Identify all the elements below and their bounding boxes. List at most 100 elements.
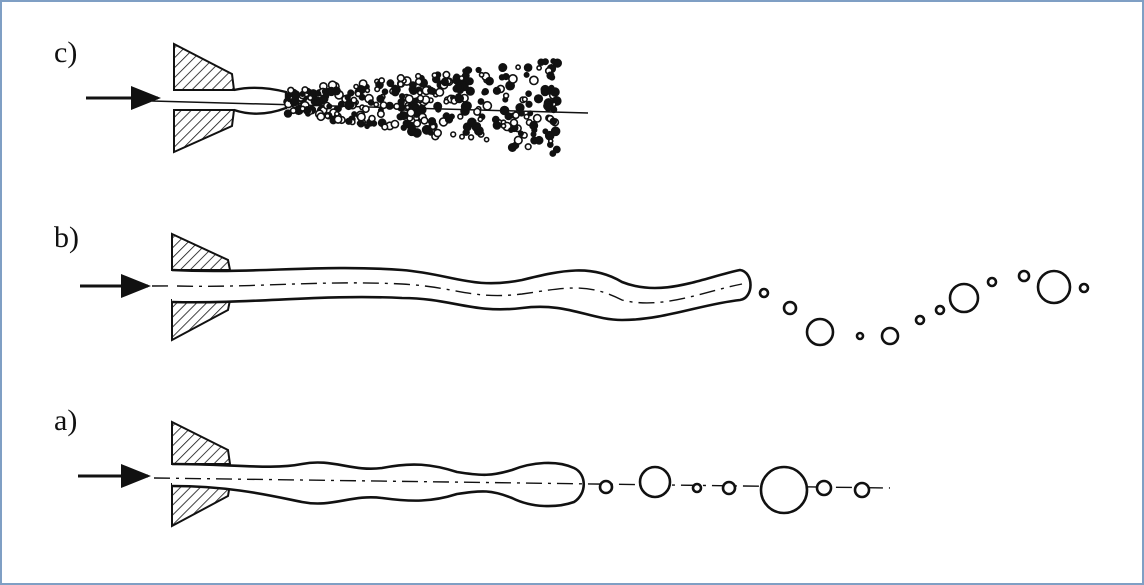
spray-droplet bbox=[460, 135, 464, 139]
droplets-a bbox=[600, 467, 869, 513]
droplet bbox=[723, 482, 735, 494]
spray-droplet bbox=[534, 115, 541, 122]
spray-droplet bbox=[409, 87, 414, 92]
spray-droplet bbox=[511, 119, 518, 126]
nozzle-b-top bbox=[172, 234, 230, 270]
spray-droplet bbox=[504, 93, 509, 98]
spray-droplet bbox=[455, 95, 463, 103]
panel-label-b: b) bbox=[54, 223, 79, 253]
spray-droplet bbox=[542, 89, 549, 96]
spray-droplet bbox=[418, 96, 424, 102]
spray-droplet bbox=[300, 106, 305, 111]
spray-droplet bbox=[379, 78, 384, 83]
droplet bbox=[857, 333, 863, 339]
jet-outline-a bbox=[172, 462, 584, 506]
spray-droplet bbox=[547, 72, 554, 79]
droplet bbox=[855, 483, 869, 497]
droplet bbox=[761, 467, 807, 513]
spray-droplet bbox=[416, 74, 421, 79]
panel-b-sinuous-breakup bbox=[80, 234, 1088, 345]
droplet bbox=[817, 481, 831, 495]
jet-core-c bbox=[234, 88, 286, 114]
spray-droplet bbox=[473, 123, 481, 131]
droplet bbox=[950, 284, 978, 312]
spray-droplet bbox=[503, 74, 509, 80]
spray-droplet bbox=[378, 111, 384, 117]
spray-droplet bbox=[372, 121, 377, 126]
spray-droplet bbox=[327, 104, 331, 108]
spray-droplet bbox=[414, 120, 421, 127]
spray-droplet bbox=[480, 73, 484, 77]
spray-droplet bbox=[382, 124, 388, 130]
spray-droplet bbox=[525, 64, 532, 71]
droplet bbox=[936, 306, 944, 314]
droplet bbox=[807, 319, 833, 345]
spray-droplet bbox=[386, 103, 393, 110]
spray-droplet bbox=[358, 113, 366, 121]
panel-label-c: c) bbox=[54, 38, 77, 68]
spray-droplet bbox=[288, 87, 294, 93]
droplet bbox=[693, 484, 701, 492]
spray-droplet bbox=[526, 102, 532, 108]
spray-droplet bbox=[458, 114, 463, 119]
nozzle-c-top bbox=[174, 44, 234, 90]
spray-droplet bbox=[391, 121, 398, 128]
spray-droplet bbox=[544, 102, 551, 109]
spray-droplet bbox=[346, 119, 352, 125]
spray-droplets bbox=[284, 59, 561, 156]
spray-droplet bbox=[375, 87, 380, 92]
spray-droplet bbox=[327, 88, 335, 96]
spray-droplet bbox=[501, 124, 505, 128]
panel-c-atomization bbox=[86, 44, 588, 156]
spray-droplet bbox=[418, 91, 422, 95]
nozzle-a-top bbox=[172, 422, 230, 464]
droplet bbox=[988, 278, 996, 286]
spray-droplet bbox=[365, 88, 369, 92]
spray-droplet bbox=[317, 113, 324, 120]
spray-droplet bbox=[405, 95, 413, 103]
spray-droplet bbox=[374, 102, 378, 106]
spray-droplet bbox=[443, 72, 449, 78]
spray-droplet bbox=[476, 68, 481, 73]
spray-droplet bbox=[398, 82, 403, 87]
spray-droplet bbox=[302, 87, 308, 93]
spray-droplet bbox=[325, 114, 330, 119]
spray-droplet bbox=[455, 84, 462, 91]
spray-droplet bbox=[538, 59, 544, 65]
spray-droplet bbox=[363, 106, 369, 112]
spray-droplet bbox=[549, 90, 553, 94]
spray-droplet bbox=[543, 129, 547, 133]
spray-droplet bbox=[501, 107, 509, 115]
spray-droplet bbox=[516, 104, 524, 112]
droplet bbox=[916, 316, 924, 324]
spray-droplet bbox=[494, 88, 501, 95]
spray-droplet bbox=[535, 95, 543, 103]
spray-droplet bbox=[423, 126, 431, 134]
spray-droplet bbox=[356, 91, 361, 96]
spray-droplet bbox=[398, 99, 404, 105]
spray-droplet bbox=[478, 99, 483, 104]
spray-droplet bbox=[352, 112, 356, 116]
spray-droplet bbox=[450, 114, 454, 118]
spray-droplet bbox=[428, 88, 434, 94]
spray-droplet bbox=[291, 108, 296, 113]
spray-droplet bbox=[465, 67, 471, 73]
spray-droplet bbox=[354, 85, 358, 89]
spray-droplet bbox=[459, 76, 464, 81]
spray-droplet bbox=[432, 73, 437, 78]
droplet bbox=[1038, 271, 1070, 303]
spray-droplet bbox=[530, 122, 537, 129]
droplet bbox=[784, 302, 796, 314]
spray-droplet bbox=[444, 99, 448, 103]
spray-droplet bbox=[509, 128, 513, 132]
spray-droplet bbox=[550, 118, 556, 124]
spray-droplet bbox=[515, 136, 523, 144]
spray-droplet bbox=[523, 97, 528, 102]
spray-droplet bbox=[451, 132, 456, 137]
spray-droplet bbox=[409, 126, 416, 133]
spray-droplet bbox=[316, 91, 321, 96]
spray-droplet bbox=[499, 64, 506, 71]
spray-droplet bbox=[308, 96, 313, 101]
spray-droplet bbox=[436, 88, 444, 96]
